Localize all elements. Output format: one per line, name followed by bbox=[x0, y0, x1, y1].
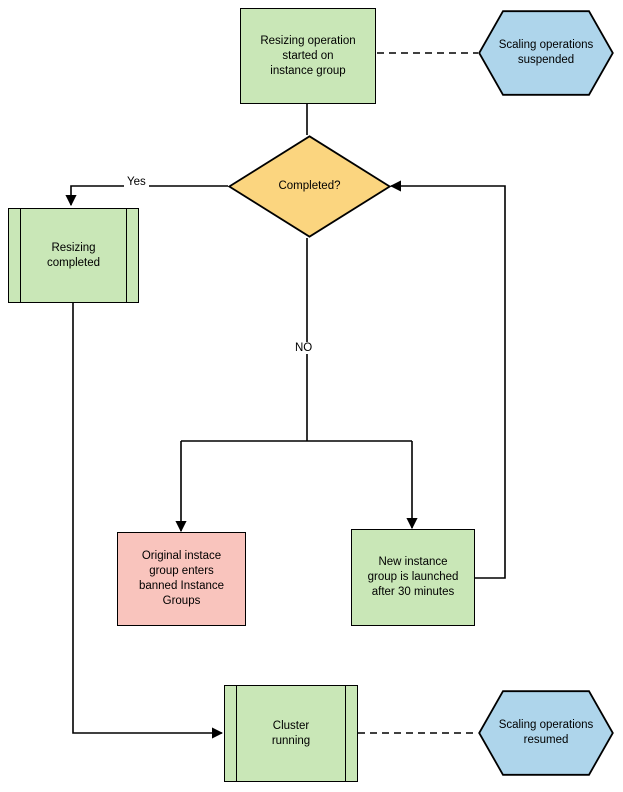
edge-resizing-completed-to-cluster-running bbox=[72, 303, 224, 739]
node-resizing-started-label: Resizing operation started on instance g… bbox=[260, 34, 356, 77]
predef-rule-right bbox=[345, 686, 346, 781]
predef-rule-left bbox=[236, 686, 237, 781]
node-scaling-suspended[interactable]: Scaling operations suspended bbox=[478, 10, 614, 96]
node-cluster-running-label: Cluster running bbox=[271, 719, 311, 747]
node-scaling-suspended-label: Scaling operations suspended bbox=[498, 39, 594, 66]
edge-decision-yes-to-resizing-completed bbox=[65, 185, 228, 207]
node-original-group-banned[interactable]: Original instace group enters banned Ins… bbox=[117, 532, 246, 626]
node-new-group-launched-label: New instance group is launched after 30 … bbox=[367, 556, 459, 598]
node-resizing-started[interactable]: Resizing operation started on instance g… bbox=[240, 8, 376, 104]
edge-new-group-back-to-decision bbox=[389, 180, 506, 579]
hexagon-shape bbox=[478, 10, 614, 96]
node-original-group-banned-label: Original instace group enters banned Ins… bbox=[138, 550, 225, 607]
node-resizing-completed-label: Resizing completed bbox=[46, 241, 101, 269]
predef-rule-right bbox=[126, 209, 127, 302]
hexagon-shape bbox=[478, 690, 614, 776]
node-new-group-launched[interactable]: New instance group is launched after 30 … bbox=[351, 529, 475, 626]
node-scaling-resumed-label: Scaling operations resumed bbox=[498, 719, 594, 746]
node-completed-decision[interactable]: Completed? bbox=[228, 135, 391, 238]
diamond-shape bbox=[228, 135, 391, 238]
edge-label-no: NO bbox=[292, 342, 316, 354]
node-completed-decision-label: Completed? bbox=[278, 180, 341, 192]
node-cluster-running[interactable]: Cluster running bbox=[224, 685, 358, 782]
edge-label-yes: Yes bbox=[124, 176, 149, 188]
predef-rule-left bbox=[20, 209, 21, 302]
node-scaling-resumed[interactable]: Scaling operations resumed bbox=[478, 690, 614, 776]
node-resizing-completed[interactable]: Resizing completed bbox=[8, 208, 139, 303]
